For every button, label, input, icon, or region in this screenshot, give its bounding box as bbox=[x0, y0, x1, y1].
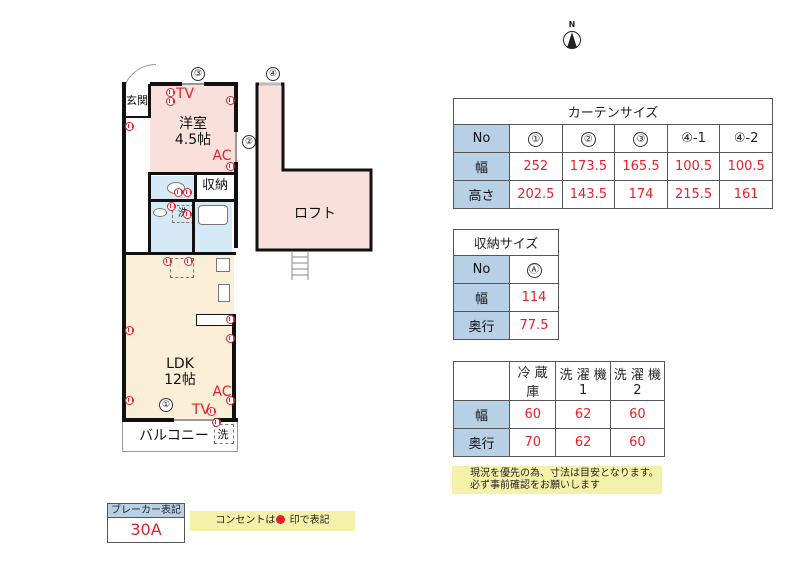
outlet-icon bbox=[276, 515, 286, 524]
outlet-icon bbox=[212, 418, 221, 427]
tv-label-western: TV bbox=[175, 86, 195, 102]
outlet-legend: コンセントは 印で表記 bbox=[190, 511, 355, 531]
ac-label-western: AC bbox=[212, 148, 232, 164]
window-marker-2: ② bbox=[242, 135, 256, 149]
stove-icon bbox=[216, 258, 230, 272]
storage-label: 収納 bbox=[201, 178, 228, 193]
outlet-icon bbox=[183, 210, 192, 219]
ldk-room bbox=[124, 254, 234, 420]
balcony-washer-marker bbox=[214, 424, 234, 444]
entrance-label: 玄関 bbox=[126, 94, 148, 107]
sink-icon bbox=[153, 208, 167, 217]
window-marker-4: ④ bbox=[266, 67, 280, 81]
outlet-icon bbox=[207, 407, 216, 416]
balcony-washer-label: 洗 bbox=[217, 428, 229, 441]
outlet-icon bbox=[226, 162, 235, 171]
outlet-icon bbox=[183, 188, 192, 197]
outlet-icon bbox=[226, 315, 235, 324]
bathtub-icon bbox=[198, 205, 228, 225]
breaker-value: 30A bbox=[130, 520, 162, 539]
appliance-size-table: 冷 蔵 庫 洗 濯 機1 洗 濯 機2 幅 60 62 60 奥行 70 62 … bbox=[453, 361, 666, 457]
outlet-icon bbox=[125, 122, 134, 131]
breaker-box: ブレーカー表記 30A bbox=[107, 503, 185, 543]
outlet-icon bbox=[184, 257, 193, 266]
ldk-size: 12帖 bbox=[164, 372, 196, 388]
western-room-size: 4.5帖 bbox=[174, 132, 212, 148]
floor-plan: 玄関 洋室 4.5帖 収納 LDK 12帖 バルコニー 洗 洗 TV AC TV… bbox=[0, 0, 400, 470]
outlet-icon bbox=[226, 334, 235, 343]
loft-area bbox=[255, 82, 373, 252]
north-label: N bbox=[568, 20, 576, 29]
window-marker-3: ③ bbox=[191, 67, 205, 81]
outlet-icon bbox=[125, 326, 134, 335]
outlet-icon bbox=[174, 188, 183, 197]
breaker-label: ブレーカー表記 bbox=[108, 504, 184, 518]
outlet-icon bbox=[163, 257, 172, 266]
outlet-icon bbox=[226, 396, 235, 405]
outlet-icon bbox=[166, 97, 175, 106]
western-room-label: 洋室 bbox=[179, 116, 207, 132]
tv-label-ldk: TV bbox=[191, 402, 211, 418]
ceiling-fan-marker bbox=[170, 258, 194, 278]
western-room bbox=[150, 84, 236, 172]
window-marker-1: ① bbox=[159, 398, 173, 412]
outlet-icon bbox=[226, 96, 235, 105]
outlet-icon bbox=[125, 396, 134, 405]
outlet-icon bbox=[167, 202, 176, 211]
storage-table-title: 収納サイズ bbox=[453, 229, 559, 256]
outlet-icon bbox=[166, 88, 175, 97]
loft-label: ロフト bbox=[294, 206, 336, 222]
balcony-label: バルコニー bbox=[139, 428, 209, 444]
loft-ladder-icon bbox=[291, 252, 309, 280]
kitchen-sink-icon bbox=[218, 284, 230, 302]
north-compass-icon: N bbox=[560, 20, 584, 54]
disclaimer-note: 現況を優先の為、寸法は目安となります。 必ず事前確認をお願いします bbox=[452, 466, 662, 494]
curtain-size-table: カーテンサイズ No ① ② ③ ④-1 ④-2 幅 252 173.5 165… bbox=[453, 98, 773, 209]
ldk-label: LDK bbox=[166, 356, 194, 372]
curtain-table-title: カーテンサイズ bbox=[453, 98, 773, 125]
entrance-corridor bbox=[124, 84, 150, 254]
